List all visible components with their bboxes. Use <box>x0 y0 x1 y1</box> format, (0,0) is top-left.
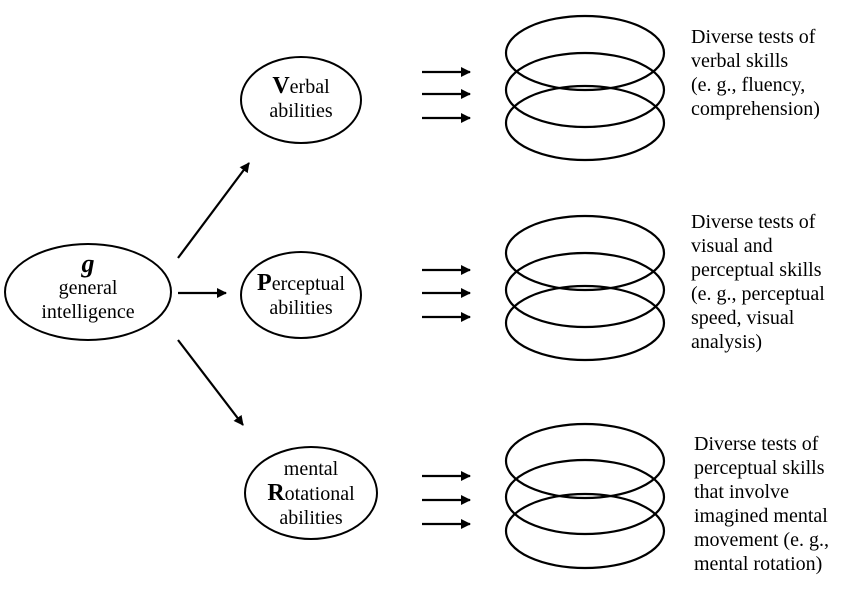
perceptual-line2: abilities <box>269 297 333 319</box>
g-symbol: g <box>81 249 95 278</box>
rotational-node-label: mental Rotational abilities <box>246 457 376 530</box>
arrows-verbal-to-tests <box>422 67 471 123</box>
desc-line: (e. g., perceptual <box>691 283 825 305</box>
desc-line: comprehension) <box>691 98 820 120</box>
perceptual-rest: erceptual <box>271 273 345 295</box>
verbal-tests-description: Diverse tests of verbal skills (e. g., f… <box>691 25 820 121</box>
rotational-node-ellipse <box>244 446 378 540</box>
desc-line: visual and <box>691 235 773 257</box>
perceptual-node-label: Perceptual abilities <box>241 271 361 320</box>
perceptual-tests-description: Diverse tests of visual and perceptual s… <box>691 210 825 354</box>
arrow-g-to-verbal <box>177 162 250 259</box>
g-line2: intelligence <box>41 301 135 323</box>
desc-line: verbal skills <box>691 50 789 72</box>
desc-line: Diverse tests of <box>694 433 819 455</box>
arrow-g-to-rotational <box>177 339 244 426</box>
perceptual-tests-stack <box>504 214 666 362</box>
verbal-rest: erbal <box>289 76 330 98</box>
rotational-initial: R <box>267 480 285 506</box>
desc-line: (e. g., fluency, <box>691 74 806 96</box>
desc-line: perceptual skills <box>694 457 825 479</box>
rotational-line2: abilities <box>279 507 343 529</box>
rotational-tests-stack <box>504 422 666 570</box>
g-line1: general <box>58 277 118 299</box>
g-node-label: g general intelligence <box>18 249 158 324</box>
verbal-node-ellipse <box>240 56 362 144</box>
perceptual-initial: P <box>257 270 272 296</box>
arrows-rotational-to-tests <box>422 471 471 529</box>
desc-line: perceptual skills <box>691 259 822 281</box>
verbal-line2: abilities <box>269 100 333 122</box>
desc-line: speed, visual <box>691 307 795 329</box>
desc-line: that involve <box>694 481 789 503</box>
verbal-tests-stack <box>504 14 666 162</box>
desc-line: mental rotation) <box>694 553 823 575</box>
rotational-prefix: mental <box>283 458 339 480</box>
perceptual-node-ellipse <box>240 251 362 339</box>
g-node-ellipse <box>4 243 172 341</box>
verbal-initial: V <box>272 73 290 99</box>
desc-line: imagined mental <box>694 505 828 527</box>
rotational-tests-description: Diverse tests of perceptual skills that … <box>694 432 829 576</box>
rotational-rest: otational <box>284 483 355 505</box>
desc-line: Diverse tests of <box>691 211 816 233</box>
desc-line: analysis) <box>691 331 763 353</box>
desc-line: movement (e. g., <box>694 529 829 551</box>
verbal-node-label: Verbal abilities <box>246 74 356 123</box>
desc-line: Diverse tests of <box>691 26 816 48</box>
arrows-perceptual-to-tests <box>422 265 471 322</box>
